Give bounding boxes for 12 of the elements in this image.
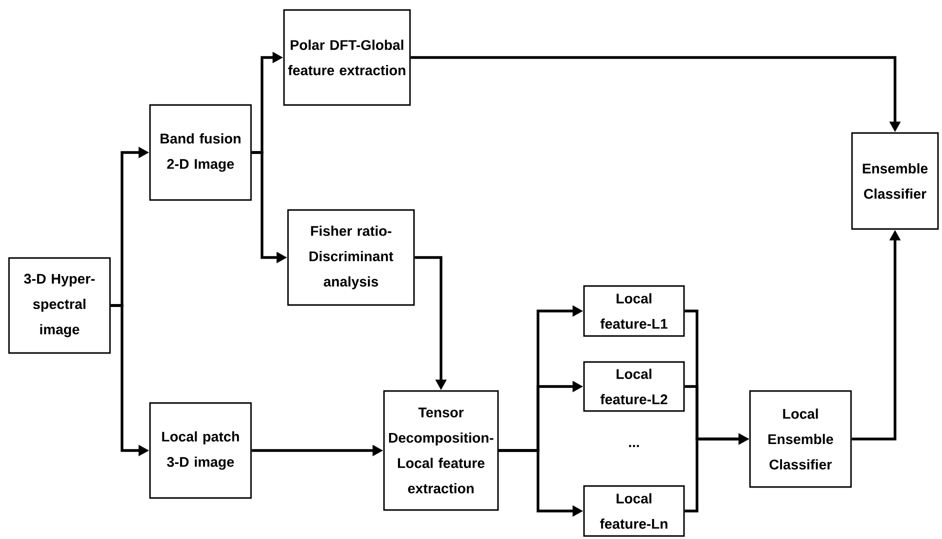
- process-box: 3-D Hyper-spectral image: [8, 257, 111, 354]
- process-box: Local feature-Ln: [583, 485, 685, 537]
- process-box: Tensor Decomposition-Local feature extraction: [383, 390, 499, 511]
- process-box: Polar DFT-Global feature extraction: [283, 9, 411, 106]
- process-box: Fisher ratio-Discriminant analysis: [287, 209, 415, 306]
- process-box: Local feature-L1: [583, 285, 685, 337]
- process-box: Local Ensemble Classifier: [749, 390, 852, 488]
- process-box: Local patch 3-D image: [149, 402, 252, 499]
- process-box: Ensemble Classifier: [851, 132, 939, 230]
- ellipsis-text: ...: [629, 444, 639, 448]
- process-box: Band fusion 2-D Image: [149, 104, 252, 201]
- process-box: Local feature-L2: [583, 361, 685, 412]
